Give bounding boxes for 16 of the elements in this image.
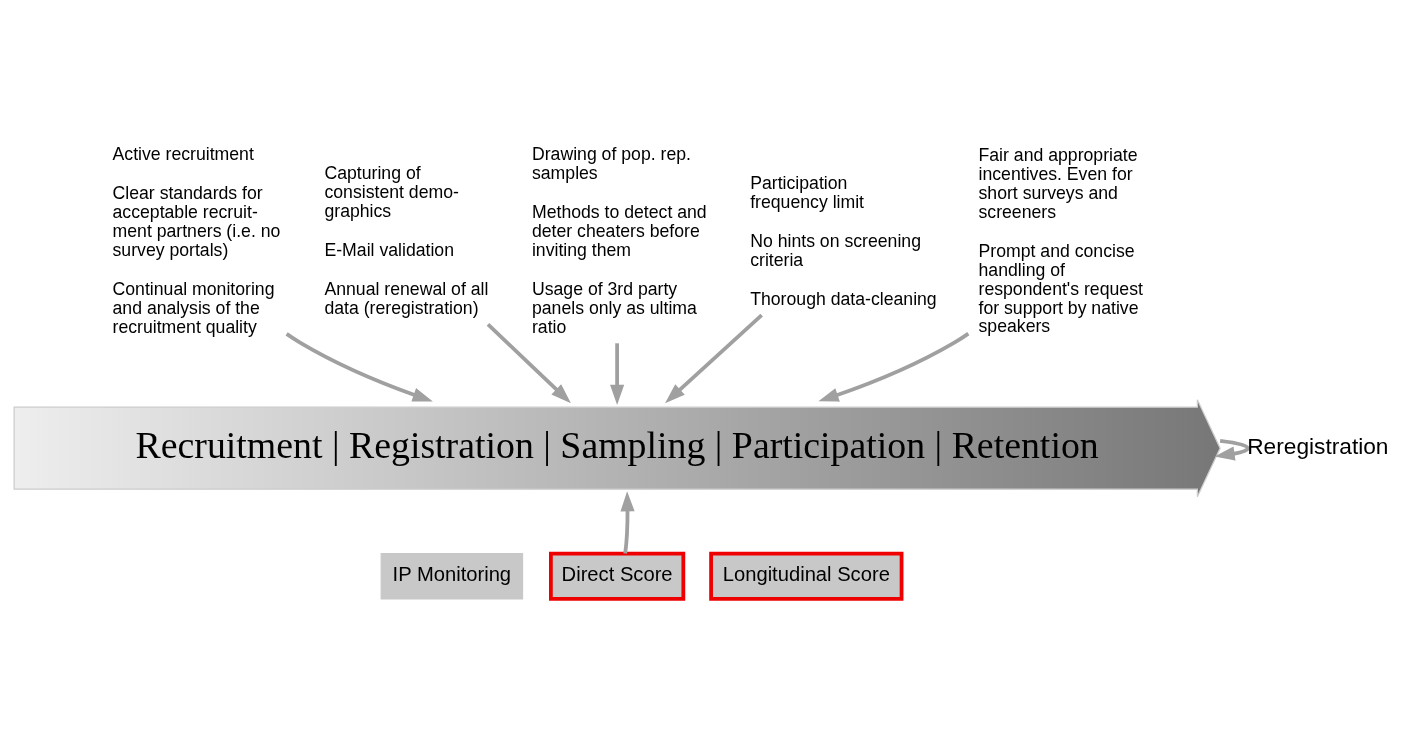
arrow — [1214, 438, 1250, 461]
arrow — [486, 322, 571, 404]
node-box: Direct Score — [549, 551, 686, 601]
edge-label: Reregistration — [1247, 432, 1389, 459]
node-text: Drawing of pop. rep. samples Methods to detect and deter cheaters before inviting them Usage of 3rd party panels only as ultima ratio — [531, 144, 707, 338]
node-text: Fair and appropriate incentives. Even for short surveys and screeners Prompt and concise handling of respondent's request for support by native speakers — [978, 144, 1143, 337]
arrow — [610, 343, 625, 405]
node-text: Participation frequency limit No hints on screening criteria Thorough data-cleaning — [750, 172, 937, 309]
node-box: Longitudinal Score — [709, 551, 904, 601]
arrow — [285, 332, 433, 402]
arrow — [665, 313, 763, 404]
arrow — [620, 491, 635, 554]
arrow — [818, 332, 970, 402]
node-text: Active recruitment Clear standards for acceptable recruit-ment partners (i.e. no survey portals) Continual monitoring and analysis of the recruitment quality — [112, 144, 281, 338]
node-text: Capturing of consistent demo-graphics E-Mail validation Annual renewal of all data (reregistration) — [324, 163, 489, 319]
node-box: IP Monitoring — [380, 552, 524, 600]
